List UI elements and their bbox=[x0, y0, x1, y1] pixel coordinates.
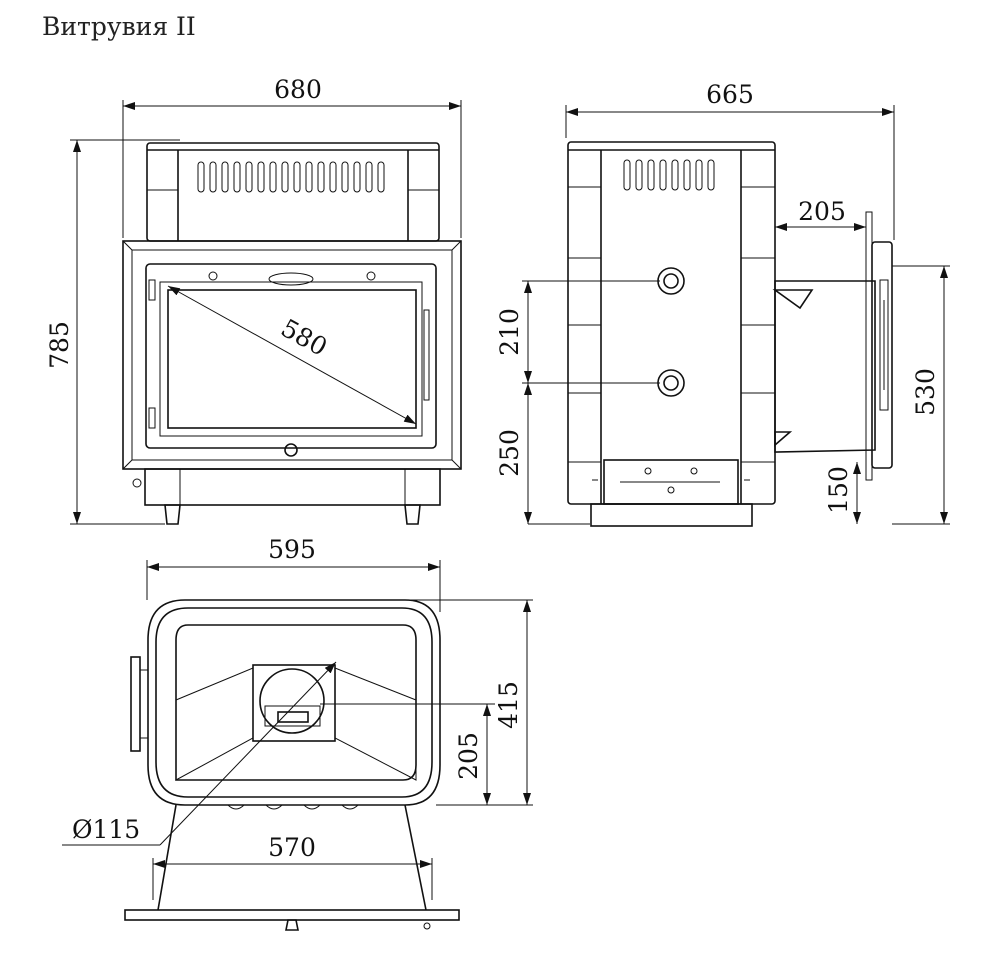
top-view bbox=[124, 599, 460, 931]
side-vent-grille bbox=[623, 159, 715, 191]
side-dimensions: 665 205 210 250 530 150 bbox=[495, 80, 950, 525]
top-depth-label: 415 bbox=[494, 681, 523, 729]
top-chimney-offset-label: 205 bbox=[454, 732, 483, 780]
water-socket-bottom-icon bbox=[657, 369, 685, 397]
side-bottom-label: 150 bbox=[824, 466, 853, 514]
side-depth-label: 665 bbox=[706, 80, 754, 109]
side-frame-height-label: 530 bbox=[911, 368, 940, 416]
top-portal-width-label: 570 bbox=[268, 833, 316, 862]
side-pipe-height-label: 250 bbox=[495, 429, 524, 477]
page-title: Витрувия II bbox=[42, 12, 196, 41]
front-width-label: 680 bbox=[274, 75, 322, 104]
front-door bbox=[145, 263, 437, 449]
top-dimensions: 595 415 205 Ø115 570 bbox=[62, 535, 533, 900]
front-vent-grille bbox=[197, 161, 385, 193]
top-width-label: 595 bbox=[268, 535, 316, 564]
front-glass bbox=[167, 289, 417, 429]
door-handle-icon bbox=[268, 272, 314, 286]
glass-diagonal-label: 580 bbox=[276, 313, 332, 361]
water-socket-top-icon bbox=[657, 267, 685, 295]
front-height-label: 785 bbox=[45, 321, 74, 369]
chimney-outlet-icon bbox=[259, 668, 325, 734]
side-view bbox=[567, 141, 893, 527]
side-tunnel-label: 205 bbox=[798, 197, 846, 226]
top-chimney-diameter-label: Ø115 bbox=[72, 815, 140, 844]
door-knob-icon bbox=[284, 443, 298, 457]
side-pipe-spacing-label: 210 bbox=[495, 308, 524, 356]
